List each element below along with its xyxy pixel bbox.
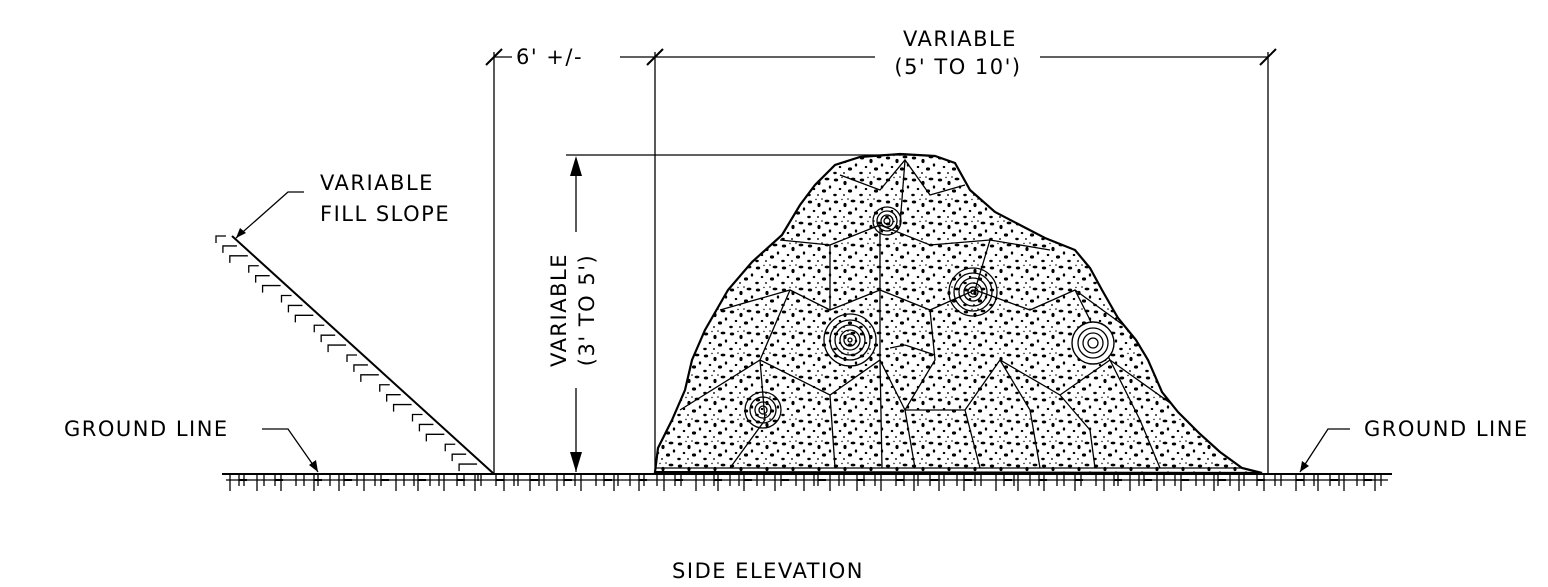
slope-hatch-tick	[294, 314, 314, 323]
offset-dimension	[485, 48, 655, 474]
ground-hatching	[229, 474, 1382, 491]
slope-hatch-tick	[280, 294, 292, 303]
slope-leader	[235, 191, 304, 239]
stone-facets	[655, 158, 1262, 469]
log-end	[1071, 321, 1115, 365]
slope-hatch-tick	[327, 344, 347, 353]
height-dimension	[566, 154, 916, 472]
slope-hatch-tick	[255, 275, 270, 283]
log-end	[744, 391, 782, 429]
log-end	[823, 313, 877, 367]
ground-line	[222, 473, 1392, 491]
ground-line-label-left: GROUND LINE	[64, 417, 229, 441]
slope-hatch-tick	[320, 334, 336, 343]
height-dimension-label-line1: VARIABLE	[547, 253, 571, 367]
drawing-title: SIDE ELEVATION	[672, 559, 864, 583]
slope-hatch-tick	[248, 265, 259, 273]
slope-hatch-tick	[458, 463, 478, 472]
log-end	[948, 267, 998, 317]
slope-hatch-tick	[346, 354, 357, 362]
slope-label-line2: FILL SLOPE	[320, 202, 450, 226]
slope-hatch-tick	[360, 374, 379, 382]
slope-hatch-tick	[379, 384, 390, 392]
ground-leader-left	[262, 428, 319, 473]
slope-hatch-tick	[386, 394, 401, 402]
width-dimension-label-line1: VARIABLE	[903, 27, 1017, 51]
slope-hatch-tick	[287, 304, 303, 313]
slope-hatch-tick	[477, 473, 488, 481]
slope-hatch-tick	[451, 453, 467, 462]
slope-hatch-tick	[222, 245, 237, 253]
width-dimension	[646, 48, 1277, 474]
slope-hatch-tick	[425, 433, 445, 442]
offset-dimension-label: 6' +/-	[516, 45, 583, 69]
slope-hatch-tick	[229, 255, 248, 263]
slope-hatch-tick	[353, 364, 368, 372]
height-dimension-label-line2: (3' TO 5')	[575, 254, 599, 366]
slope-hatch-tick	[215, 235, 226, 243]
slope-label-line1: VARIABLE	[320, 171, 434, 195]
slope-hatch-tick	[313, 324, 325, 333]
slope-hatch-tick	[392, 403, 412, 412]
slope-hatch-tick	[261, 284, 281, 293]
slope-hatch-tick	[418, 423, 434, 432]
slope-hatch-tick	[411, 413, 423, 422]
rock-pile	[653, 152, 1263, 475]
fill-slope	[215, 235, 495, 481]
log-end	[872, 206, 902, 236]
width-dimension-label-line2: (5' TO 10')	[894, 55, 1021, 79]
slope-hatching	[215, 235, 488, 481]
slope-hatch-tick	[444, 443, 456, 452]
ground-line-label-right: GROUND LINE	[1364, 417, 1529, 441]
ground-leader-right	[1299, 428, 1350, 473]
